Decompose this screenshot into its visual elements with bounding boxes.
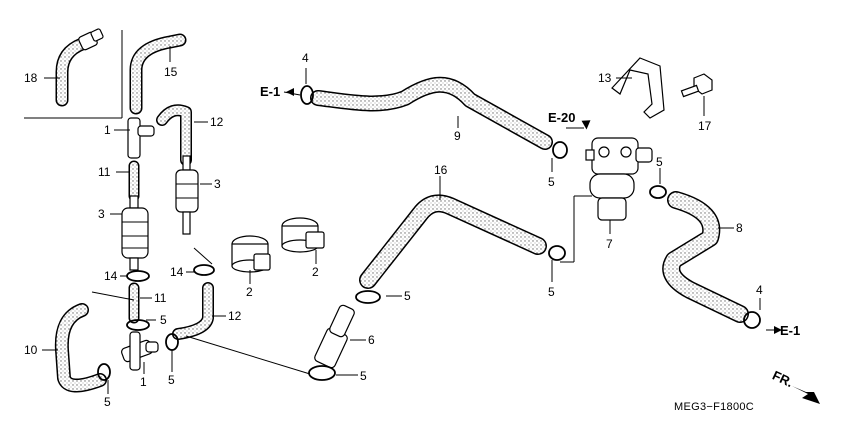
hose-15 xyxy=(129,33,187,115)
callout-8: 8 xyxy=(736,221,743,235)
callout-16: 16 xyxy=(434,163,448,177)
callout-2-left: 2 xyxy=(246,285,253,299)
callout-5-f: 5 xyxy=(548,175,555,189)
hose-12-top xyxy=(156,104,192,166)
ref-arrows xyxy=(283,88,782,334)
holder-2-left xyxy=(231,235,271,273)
ref-e20: E-20 xyxy=(548,110,575,125)
callout-17: 17 xyxy=(698,119,712,133)
joint-6 xyxy=(314,304,355,369)
callout-5-e: 5 xyxy=(360,369,367,383)
callout-5-d: 5 xyxy=(404,289,411,303)
joint-1-top xyxy=(127,117,155,159)
callout-5-b: 5 xyxy=(104,395,111,409)
callout-labels: 18 15 1 12 11 3 3 14 14 11 5 12 10 1 5 5… xyxy=(24,51,800,413)
joint-1-bottom xyxy=(121,331,159,371)
leader-lines xyxy=(42,46,761,394)
callout-6: 6 xyxy=(368,333,375,347)
callout-3-left: 3 xyxy=(98,207,105,221)
callout-7: 7 xyxy=(606,237,613,251)
ref-e1-left: E-1 xyxy=(260,84,280,99)
callout-12-top: 12 xyxy=(210,115,224,129)
callout-15: 15 xyxy=(164,65,178,79)
callout-11-bottom: 11 xyxy=(154,291,167,305)
callout-14-left: 14 xyxy=(104,269,118,283)
callout-9: 9 xyxy=(454,129,461,143)
callout-1-top: 1 xyxy=(104,123,111,137)
clamps xyxy=(97,85,761,381)
fuel-filter-3-left xyxy=(121,195,149,271)
hose-9 xyxy=(310,76,553,150)
callout-4-right: 4 xyxy=(756,283,763,297)
bolt-17 xyxy=(680,73,713,98)
callout-13: 13 xyxy=(598,71,612,85)
callout-1-bottom: 1 xyxy=(140,375,147,389)
holder-2-right xyxy=(281,217,325,253)
callout-10: 10 xyxy=(24,343,38,357)
valve-7 xyxy=(585,137,653,221)
hose-12-bottom xyxy=(172,282,214,340)
callout-3-right: 3 xyxy=(214,177,221,191)
hose-16 xyxy=(359,194,547,289)
callout-14-right: 14 xyxy=(170,265,184,279)
hose-8 xyxy=(662,191,749,323)
callout-5-g: 5 xyxy=(656,155,663,169)
inset-frame xyxy=(24,30,123,119)
callout-5-a: 5 xyxy=(160,313,167,327)
hose-18 xyxy=(55,28,104,107)
front-arrow: FR. xyxy=(770,368,820,404)
callout-4-top: 4 xyxy=(302,51,309,65)
callout-18: 18 xyxy=(24,71,38,85)
front-label: FR. xyxy=(770,368,795,390)
callout-11-top: 11 xyxy=(98,165,111,179)
hose-10 xyxy=(54,303,107,393)
callout-2-right: 2 xyxy=(312,265,319,279)
callout-5-c: 5 xyxy=(168,373,175,387)
callout-12-bottom: 12 xyxy=(228,309,242,323)
bracket-13 xyxy=(611,57,665,119)
callout-5-h: 5 xyxy=(548,285,555,299)
diagram-code: MEG3−F1800C xyxy=(674,401,754,413)
fuel-filter-3-right xyxy=(175,155,199,235)
ref-e1-right: E-1 xyxy=(780,323,800,338)
